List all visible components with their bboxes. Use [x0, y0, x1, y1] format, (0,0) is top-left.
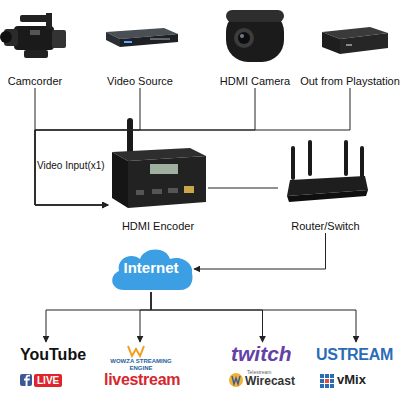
router-illustration — [287, 140, 368, 202]
service-logo-group: USTREAM vMix — [312, 342, 400, 398]
twitch-logo: twitch — [231, 342, 292, 365]
vmix-icon — [320, 374, 334, 388]
input-note: Video Input(x1) — [37, 160, 105, 171]
device-label: Router/Switch — [291, 220, 359, 233]
connector — [194, 233, 326, 269]
connector — [151, 292, 356, 342]
connector — [208, 188, 278, 189]
cloud-label: Internet — [108, 260, 194, 277]
facebook-icon — [20, 374, 32, 386]
service-logo-group: twitchTelestreamWirecast — [215, 342, 310, 398]
connector — [35, 88, 108, 205]
connector — [151, 292, 263, 342]
device-label: HDMI Encoder — [122, 220, 194, 233]
wirecast-logo: Wirecast — [245, 375, 295, 388]
device-label: HDMI Camera — [220, 75, 290, 88]
connector — [35, 88, 140, 205]
ustream-logo: USTREAM — [316, 346, 393, 364]
connector — [140, 292, 151, 342]
device-node: Camcorder — [0, 4, 70, 88]
device-node: HDMI Encoder — [108, 115, 208, 233]
device-node: Router/Switch — [278, 138, 373, 233]
connector — [46, 292, 151, 342]
playstation-illustration — [322, 27, 388, 54]
device-node: HDMI Camera — [206, 4, 304, 88]
internet-cloud: Internet — [108, 246, 194, 292]
service-logo-group: WOWZA STREAMING ENGINElivestream — [94, 342, 186, 398]
device-node: Video Source — [92, 4, 188, 88]
video-source-illustration — [106, 28, 178, 47]
wowza-icon — [128, 346, 144, 356]
wowza-logo: WOWZA STREAMING ENGINE — [108, 358, 174, 371]
connector — [35, 88, 350, 205]
service-logo-group: YouTubeLIVE — [0, 342, 92, 398]
hdmi-camera-illustration — [226, 10, 284, 62]
camcorder-illustration — [0, 13, 66, 58]
encoder-illustration — [112, 118, 206, 208]
connector — [35, 88, 255, 205]
livestream-logo: livestream — [104, 371, 180, 389]
device-node: Out from Playstation — [300, 4, 400, 88]
vmix-logo: vMix — [337, 373, 366, 387]
youtube-logo: YouTube — [20, 346, 86, 364]
device-label: Video Source — [107, 75, 173, 88]
wirecast-icon — [229, 373, 243, 387]
facebook-live-logo: LIVE — [34, 374, 62, 387]
device-label: Camcorder — [8, 75, 62, 88]
device-label: Out from Playstation — [300, 75, 400, 88]
